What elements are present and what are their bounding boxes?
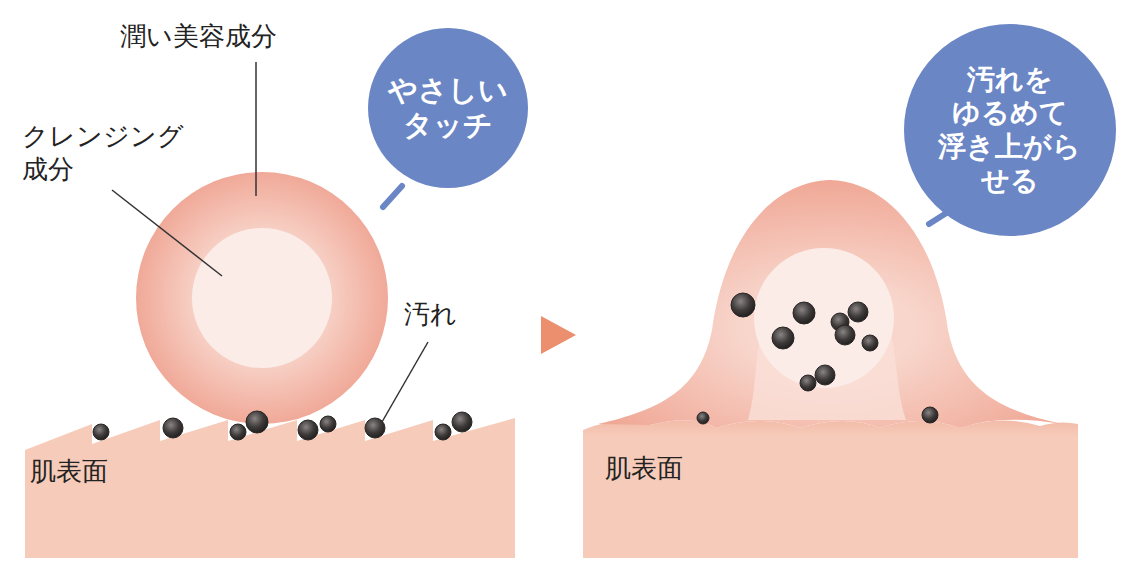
skin-label: 肌表面 (605, 452, 683, 485)
dirt-particle (320, 416, 336, 432)
bubble-circle (368, 28, 528, 188)
dirt-particle (93, 424, 109, 440)
dirt-particle (246, 411, 268, 433)
skin-label: 肌表面 (30, 455, 108, 488)
dirt-particle (815, 365, 835, 385)
dirt-particle (731, 293, 755, 317)
dirt-particle (793, 302, 815, 324)
leader-line (255, 62, 257, 196)
dirt-particle (772, 327, 794, 349)
dirt-particle (835, 325, 855, 345)
cleansing-core (192, 228, 332, 368)
moisture-ring (136, 172, 388, 424)
dirt-particle (435, 424, 451, 440)
dirt-particle (922, 407, 938, 423)
dirt-group (93, 293, 938, 440)
dirt-particle (230, 424, 246, 440)
ingredient-label: クレンジング 成分 (22, 120, 197, 185)
ingredient-label: 潤い美容成分 (120, 20, 277, 53)
dirt-particle (848, 302, 868, 322)
skin-surface (583, 420, 1078, 558)
leader-line (112, 190, 222, 276)
speech-bubble: やさしい タッチ (368, 28, 528, 188)
dirt-particle (452, 412, 472, 432)
dirt-particle (697, 412, 709, 424)
cleansing-core (754, 248, 894, 388)
bubble-text: 汚れを ゆるめて 浮き上がら せる (935, 63, 1086, 197)
dirt-particle (365, 418, 385, 438)
bubble-text: やさしい タッチ (384, 73, 512, 143)
dirt-label: 汚れ (404, 298, 457, 331)
leader-line (382, 342, 428, 422)
dirt-particle (800, 375, 816, 391)
skin-surface (25, 418, 515, 558)
dirt-particle (163, 418, 183, 438)
bubble-circle (904, 24, 1116, 236)
dirt-particle (862, 335, 878, 351)
dirt-particle (298, 420, 318, 440)
bubble-tail (383, 186, 402, 207)
step-arrow (541, 316, 576, 354)
speech-bubble: 汚れを ゆるめて 浮き上がら せる (904, 24, 1116, 236)
